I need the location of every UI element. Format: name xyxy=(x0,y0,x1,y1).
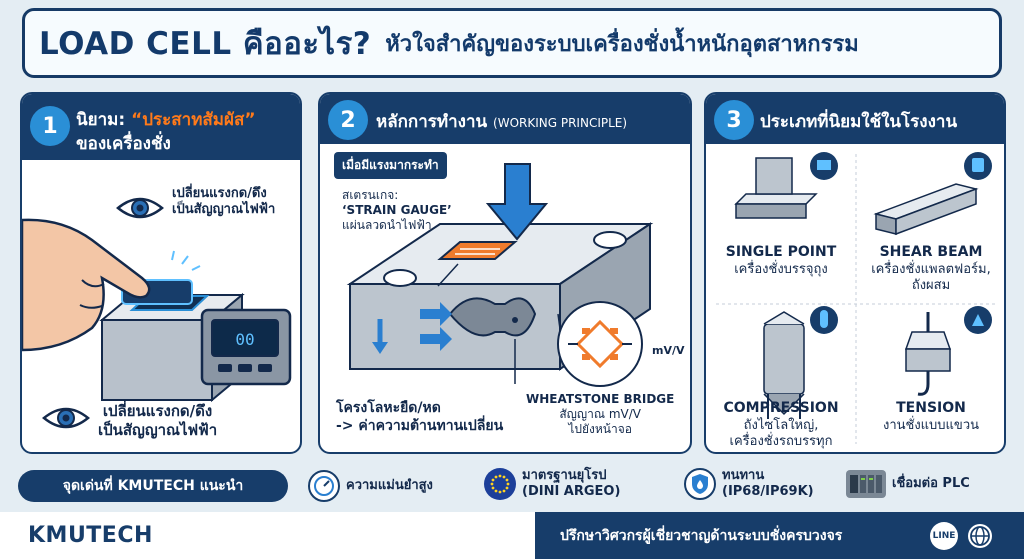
load-cell-types-illustration xyxy=(716,152,996,444)
page-subtitle: หัวใจสำคัญของระบบเครื่องชั่งน้ำหนักอุตสา… xyxy=(385,31,859,57)
features-title: จุดเด่นที่ KMUTECH แนะนำ xyxy=(18,470,288,502)
panel-title: ประเภทที่นิยมใช้ในโรงงาน xyxy=(760,112,958,132)
eye-icon xyxy=(116,197,164,219)
panel-title-line2: ของเครื่องชั่ง xyxy=(76,134,171,154)
gauge-icon xyxy=(308,470,340,502)
type-single-point: SINGLE POINT เครื่องชั่งบรรจุถุง xyxy=(725,244,837,277)
panel-header xyxy=(706,94,1004,144)
tension-icon xyxy=(904,312,952,396)
water-shield-icon xyxy=(684,468,716,500)
footer-tagline: ปรึกษาวิศวกรผู้เชี่ยวชาญด้านระบบชั่งครบว… xyxy=(560,528,843,544)
panel-working-principle: 2 หลักการทำงาน (WORKING PRINCIPLE) เมื่อ… xyxy=(318,92,692,454)
panel-header xyxy=(320,94,690,144)
conversion-label-bottom: เปลี่ยนแรงกด/ดึง เป็นสัญญาณไฟฟ้า xyxy=(98,402,218,439)
panel-definition: 1 นิยาม: “ประสาทสัมผัส” ของเครื่องชั่ง 0… xyxy=(20,92,302,454)
structure-label: โครงโลหะยืด/หด -> ค่าความต้านทานเปลี่ยน xyxy=(336,400,504,434)
bridge-label: WHEATSTONE BRIDGE สัญญาณ mV/V ไปยังหน้าจ… xyxy=(526,392,675,436)
title-banner: LOAD CELL คืออะไร? หัวใจสำคัญของระบบเครื… xyxy=(22,8,1002,78)
plc-icon xyxy=(846,470,886,498)
bridge-output-label: mV/V xyxy=(652,344,685,357)
panel-number: 1 xyxy=(30,106,70,146)
compression-icon xyxy=(763,311,805,419)
force-tag: เมื่อมีแรงมากระทำ xyxy=(334,152,447,179)
panel-number: 3 xyxy=(714,100,754,140)
eu-flag-icon xyxy=(484,468,516,500)
feature-eu-standard: มาตรฐานยุโรป(DINI ARGEO) xyxy=(484,468,620,500)
panel-types: 3 ประเภทที่นิยมใช้ในโรงงาน xyxy=(704,92,1006,454)
feature-plc: เชื่อมต่อ PLC xyxy=(846,470,970,498)
globe-icon[interactable] xyxy=(966,522,994,550)
page-title: LOAD CELL คืออะไร? xyxy=(39,26,372,62)
type-tension: TENSION งานชั่งแบบแขวน xyxy=(882,400,980,433)
load-cell-diagram xyxy=(346,163,654,387)
feature-accuracy: ความแม่นยำสูง xyxy=(308,470,433,502)
feature-durable: ทนทาน(IP68/IP69K) xyxy=(684,468,814,500)
panel-title: หลักการทำงาน (WORKING PRINCIPLE) xyxy=(376,112,628,132)
eye-icon xyxy=(42,407,90,429)
shear-beam-icon xyxy=(873,183,979,236)
panel-title: นิยาม: “ประสาทสัมผัส” xyxy=(76,110,256,130)
conversion-label-top: เปลี่ยนแรงกด/ดึง เป็นสัญญาณไฟฟ้า xyxy=(172,186,276,218)
brand-logo: KMUTECH xyxy=(28,523,153,548)
strain-gauge-label: สเตรนเกจ: ‘STRAIN GAUGE’ แผ่นลวดนำไฟฟ้า xyxy=(342,188,452,232)
single-point-icon xyxy=(734,157,818,219)
panel-number: 2 xyxy=(328,100,368,140)
type-compression: COMPRESSION ถังไซโลใหญ่, เครื่องชั่งรถบร… xyxy=(723,400,839,449)
hand-press-illustration: 00 xyxy=(22,197,292,429)
display-value: 00 xyxy=(235,330,254,349)
type-shear-beam: SHEAR BEAM เครื่องชั่งแพลตฟอร์ม, ถังผสม xyxy=(871,244,991,293)
line-icon[interactable]: LINE xyxy=(930,522,958,550)
